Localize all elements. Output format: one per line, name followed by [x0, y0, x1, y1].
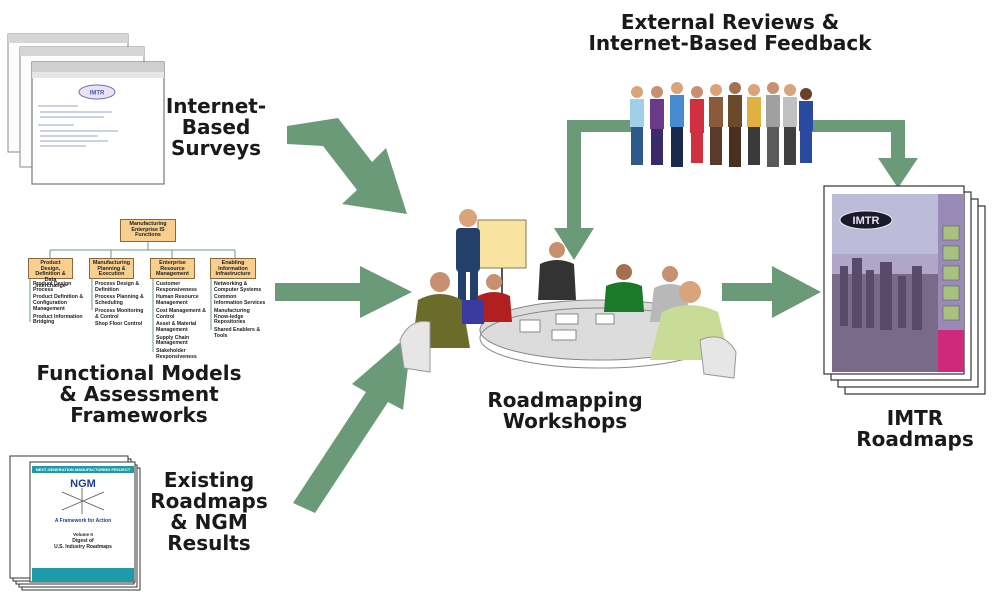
fm-item: Human Resource Management: [156, 294, 199, 307]
arrow-roadmaps: [722, 266, 821, 318]
fm-root-box: Manufacturing Enterprise IS Functions: [120, 219, 176, 242]
fm-item: Customer Responsiveness: [156, 281, 197, 293]
fm-item: Supply Chain Management: [156, 334, 190, 347]
fm-item: Shop Floor Control: [95, 321, 143, 328]
arrow-surveys: [287, 118, 407, 214]
label-surveys: Internet- Based Surveys: [165, 94, 267, 160]
fm-items-2: Process Design & Definition Process Plan…: [95, 281, 147, 330]
fm-items-4: Networking & Computer Systems Common Inf…: [214, 281, 266, 341]
ngm-volume: Volume II: [73, 532, 93, 537]
fm-item: Common Information Services: [214, 294, 266, 307]
fm-branch-4: Enabling Information Infrastructure: [210, 258, 256, 279]
ngm-logo: NGM: [70, 478, 96, 490]
arrow-reviews-down: [554, 120, 632, 260]
arrow-existing: [293, 332, 412, 513]
fm-items-3: Customer Responsiveness Human Resource M…: [156, 281, 208, 363]
ngm-subtitle: U.S. Industry Roadmaps: [54, 544, 112, 550]
fm-item: Product Definition & Configuration Manag…: [33, 294, 84, 312]
ngm-title: Digest of: [72, 538, 94, 544]
fm-item: Shared Enablers & Tools: [214, 327, 261, 339]
fm-item: Product Information Bridging: [33, 313, 83, 326]
fm-item: Process Planning & Scheduling: [95, 294, 144, 307]
fm-branch-1: Product Design, Definition & Data Interc…: [28, 258, 73, 289]
fm-item: Process Design & Definition: [95, 281, 140, 293]
label-functional-models: Functional Models & Assessment Framework…: [36, 361, 242, 427]
arrow-reviews-right: [808, 120, 918, 188]
reviewer-figures: [630, 82, 813, 167]
fm-item: Asset & Material Management: [156, 321, 197, 334]
label-external-reviews: External Reviews & Internet-Based Feedba…: [588, 10, 872, 55]
ngm-tagline: A Framework for Action: [54, 518, 112, 524]
fm-item: Stakeholder Responsiveness: [156, 348, 197, 360]
roadmap-logo: IMTR: [853, 215, 880, 227]
ngm-header: NEXT-GENERATION MANUFACTURING PROJECT: [35, 467, 131, 472]
fm-item: Cost Management & Control: [156, 307, 206, 320]
fm-item: Manufacturing Know-ledge Repositories: [214, 307, 250, 326]
fm-branch-2: Manufacturing Planning & Execution: [89, 258, 134, 279]
arrow-functional: [275, 266, 412, 318]
label-imtr-roadmaps: IMTR Roadmaps: [856, 406, 974, 451]
label-existing-roadmaps: Existing Roadmaps & NGM Results: [150, 468, 268, 555]
survey-logo: IMTR: [90, 91, 105, 97]
fm-branch-3: Enterprise Resource Management: [150, 258, 195, 279]
fm-item: Process Monitoring & Control: [95, 307, 144, 320]
fm-items-1: Product Design Process Product Definitio…: [33, 281, 85, 328]
fm-item: Networking & Computer Systems: [214, 281, 262, 293]
fm-item: Product Design Process: [33, 281, 72, 293]
label-workshops: Roadmapping Workshops: [487, 388, 643, 433]
